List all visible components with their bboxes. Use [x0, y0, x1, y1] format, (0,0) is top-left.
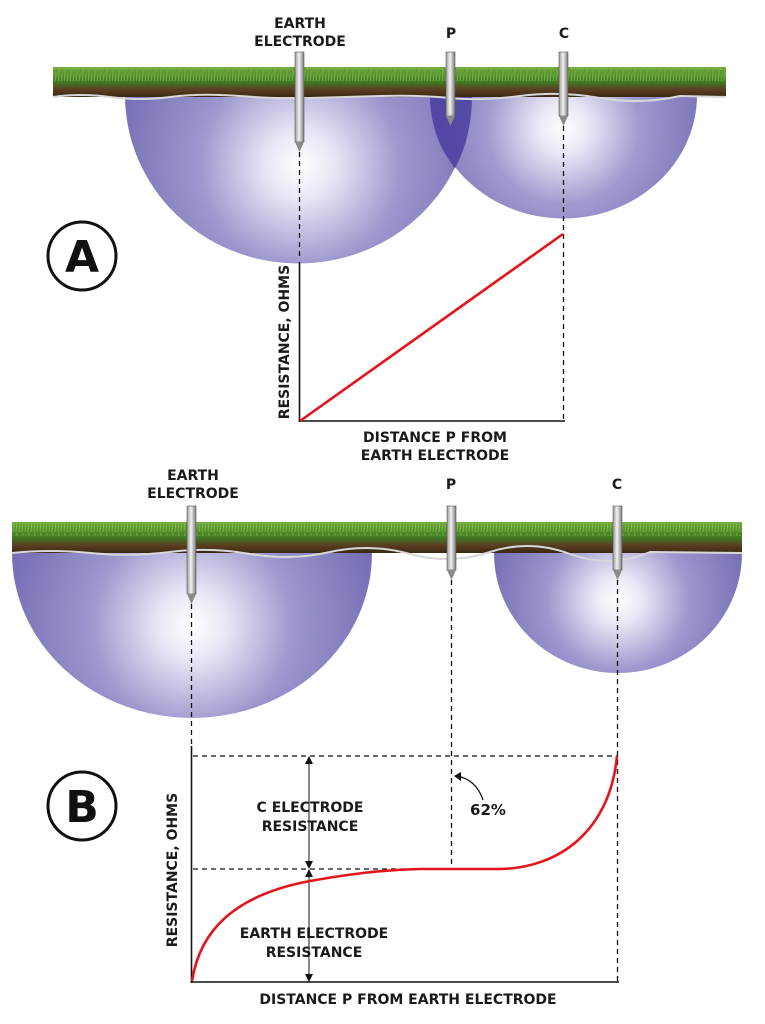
x-axis-label-a1: DISTANCE P FROM: [363, 430, 507, 446]
c-label-b: C: [612, 477, 622, 493]
y-axis-label-a: RESISTANCE, OHMS: [277, 265, 293, 419]
earth-electrode-label-b2: ELECTRODE: [147, 486, 239, 502]
c-resistance-label-1: C ELECTRODE: [257, 800, 364, 816]
p-label-a: P: [446, 26, 456, 42]
c-resistance-dimension: [305, 756, 313, 869]
badge-b: B: [46, 770, 118, 842]
resistance-line-a: [299, 232, 564, 423]
badge-a: A: [46, 220, 118, 292]
e-resistance-label-2: RESISTANCE: [266, 945, 363, 961]
c-electrode-rod-b: [612, 505, 623, 580]
earth-electrode-label-a1: EARTH: [274, 16, 326, 32]
percent-label: 62%: [470, 801, 506, 819]
p-electrode-rod: [445, 51, 456, 126]
x-axis-label-b: DISTANCE P FROM EARTH ELECTRODE: [259, 992, 556, 1008]
earth-electrode-rod-b: [186, 505, 197, 604]
overlap-region: [430, 95, 472, 168]
badge-b-letter: B: [65, 782, 99, 833]
badge-a-letter: A: [65, 232, 99, 283]
p-electrode-rod-b: [446, 505, 457, 580]
earth-electrode-hemisphere: [125, 95, 472, 264]
e-resistance-dimension: [305, 869, 313, 982]
c-electrode-hemisphere-b: [494, 553, 742, 673]
percent-pointer-head: [454, 772, 461, 781]
ground-strip: [52, 67, 727, 103]
resistance-curve-b: [190, 755, 619, 982]
panel-b: EARTH ELECTRODE P C B: [11, 468, 743, 1008]
e-resistance-label-1: EARTH ELECTRODE: [240, 926, 388, 942]
panel-a: EARTH ELECTRODE P C A RESISTANCE, OHMS D…: [46, 16, 727, 464]
earth-electrode-label-a2: ELECTRODE: [254, 34, 346, 50]
c-resistance-label-2: RESISTANCE: [262, 819, 359, 835]
p-label-b: P: [446, 477, 456, 493]
x-axis-label-a2: EARTH ELECTRODE: [361, 448, 509, 464]
earth-electrode-label-b1: EARTH: [167, 468, 219, 484]
earth-electrode-rod: [294, 51, 305, 152]
c-electrode-rod: [558, 51, 569, 126]
y-axis-label-b: RESISTANCE, OHMS: [165, 793, 181, 947]
c-label-a: C: [559, 26, 569, 42]
